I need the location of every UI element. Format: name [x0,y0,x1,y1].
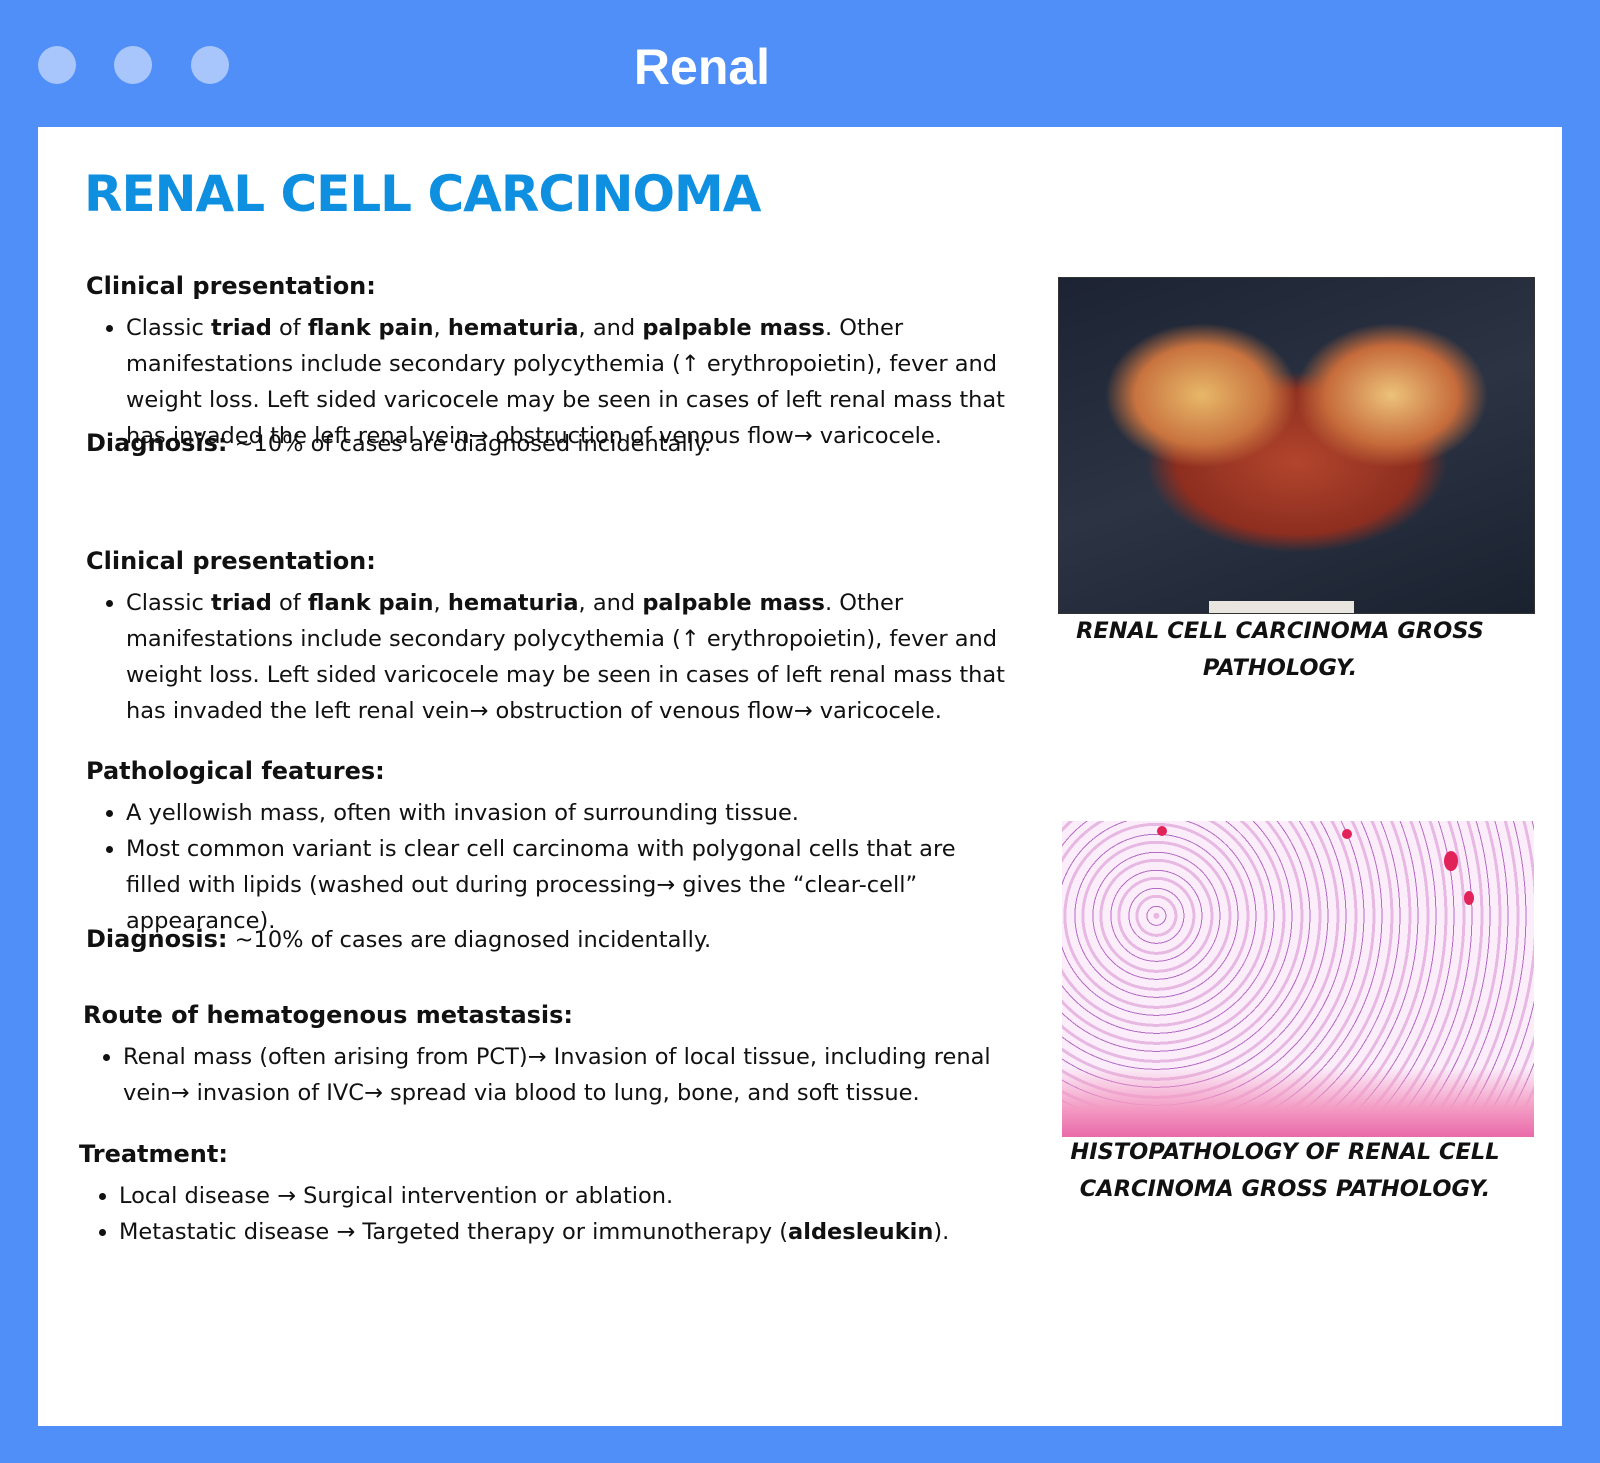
histology-red-spot [1444,851,1458,871]
diagnosis-text: Diagnosis: ~10% of cases are diagnosed i… [86,925,712,953]
histology-red-spot [1342,829,1352,839]
clinical-presentation-section-2: Clinical presentation: Classic triad of … [86,543,1026,729]
histology-pink-band [1062,1067,1534,1137]
diagnosis-section-2: Diagnosis: ~10% of cases are diagnosed i… [86,921,1006,958]
section-heading: Treatment: [79,1140,228,1168]
window-control-close[interactable] [38,46,76,84]
page-title: RENAL CELL CARCINOMA [84,165,761,223]
gross-pathology-image [1058,277,1535,614]
section-heading: Route of hematogenous metastasis: [83,1001,574,1029]
list-item: Metastatic disease → Targeted therapy or… [119,1214,999,1250]
list-item: A yellowish mass, often with invasion of… [126,795,1006,831]
list-item: Local disease → Surgical intervention or… [119,1178,999,1214]
bullet-list: Renal mass (often arising from PCT)→ Inv… [83,1039,1003,1111]
list-item: Renal mass (often arising from PCT)→ Inv… [123,1039,1003,1111]
specimen-label-slip [1209,601,1354,613]
list-item: Classic triad of flank pain, hematuria, … [126,310,1006,454]
window-title: Renal [633,39,771,95]
histology-red-spot [1157,826,1167,836]
diagnosis-section: Diagnosis: ~10% of cases are diagnosed i… [86,425,1006,462]
section-heading: Clinical presentation: [86,547,376,575]
list-item: Most common variant is clear cell carcin… [126,831,1006,939]
pathological-features-section: Pathological features: A yellowish mass,… [86,753,1006,939]
window-control-minimize[interactable] [114,46,152,84]
histopathology-caption: HISTOPATHOLOGY OF RENAL CELL CARCINOMA G… [1070,1139,1500,1202]
clinical-presentation-section: Clinical presentation: Classic triad of … [86,268,1006,454]
section-heading: Pathological features: [86,757,385,785]
content-panel: RENAL CELL CARCINOMA Clinical presentati… [38,127,1562,1426]
bullet-list: Classic triad of flank pain, hematuria, … [86,310,1006,454]
metastasis-section: Route of hematogenous metastasis: Renal … [83,997,1003,1111]
bullet-list: A yellowish mass, often with invasion of… [86,795,1006,939]
histology-red-spot [1464,891,1474,905]
bullet-list: Local disease → Surgical intervention or… [79,1178,999,1250]
window-titlebar: Renal [0,0,1600,127]
bullet-list: Classic triad of flank pain, hematuria, … [86,585,1026,729]
window-control-maximize[interactable] [191,46,229,84]
list-item: Classic triad of flank pain, hematuria, … [126,585,1026,729]
treatment-section: Treatment: Local disease → Surgical inte… [79,1136,999,1250]
diagnosis-text: Diagnosis: ~10% of cases are diagnosed i… [86,429,712,457]
section-heading: Clinical presentation: [86,272,376,300]
histopathology-image [1062,821,1534,1137]
gross-pathology-caption: RENAL CELL CARCINOMA GROSS PATHOLOGY. [1076,618,1484,681]
